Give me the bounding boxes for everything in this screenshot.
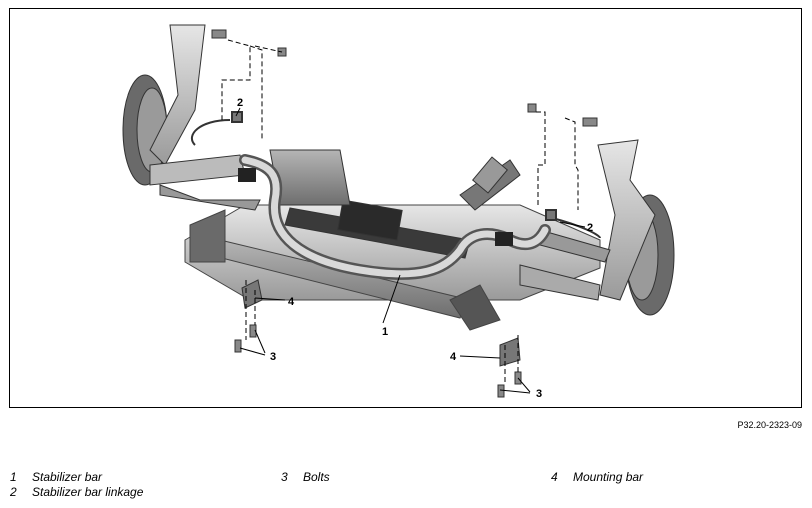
legend-label: Stabilizer bar bbox=[32, 470, 103, 484]
leader-lines bbox=[235, 107, 586, 394]
figure-code: P32.20-2323-09 bbox=[737, 420, 802, 430]
legend-label: Stabilizer bar linkage bbox=[32, 485, 144, 499]
callout-2-right: 2 bbox=[587, 222, 593, 234]
callout-2-left: 2 bbox=[237, 97, 243, 109]
legend-item-3: 3 Bolts bbox=[281, 470, 330, 484]
stabilizer-bar bbox=[238, 154, 551, 280]
callout-3-right: 3 bbox=[536, 388, 542, 400]
legend-number: 1 bbox=[10, 470, 17, 484]
mounting-bar-left bbox=[241, 279, 263, 309]
assembly-lines bbox=[221, 39, 579, 385]
front-axle-diagram: 1 2 2 4 4 3 3 bbox=[122, 24, 675, 400]
stabilizer-bar-linkage-right bbox=[545, 209, 601, 239]
left-wheel-hub bbox=[122, 24, 261, 211]
legend-label: Bolts bbox=[303, 470, 330, 484]
stabilizer-bar-linkage-left bbox=[190, 111, 243, 146]
steering-rack bbox=[269, 149, 521, 259]
callout-4-left: 4 bbox=[288, 296, 295, 308]
legend-item-2: 2 Stabilizer bar linkage bbox=[10, 485, 143, 499]
callout-1: 1 bbox=[382, 326, 388, 338]
mounting-bar-right bbox=[499, 337, 521, 367]
legend-number: 3 bbox=[281, 470, 288, 484]
legend-number: 4 bbox=[551, 470, 558, 484]
legend-item-4: 4 Mounting bar bbox=[551, 470, 643, 484]
legend-label: Mounting bar bbox=[573, 470, 644, 484]
legend-item-1: 1 Stabilizer bar bbox=[10, 470, 102, 484]
right-wheel-hub bbox=[519, 139, 675, 316]
legend-number: 2 bbox=[10, 485, 17, 499]
callout-4-right: 4 bbox=[450, 351, 457, 363]
callout-3-left: 3 bbox=[270, 351, 276, 363]
subframe bbox=[184, 204, 601, 331]
